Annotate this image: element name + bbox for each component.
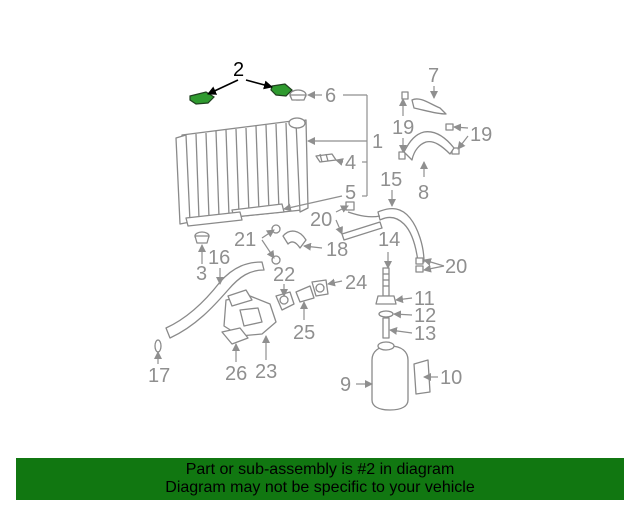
callout-22: 24 bbox=[345, 272, 367, 294]
part-3-cap bbox=[194, 231, 210, 244]
callout-16: 16 bbox=[208, 247, 230, 269]
part-17-oring bbox=[154, 339, 162, 353]
callout-25: 23 bbox=[255, 361, 277, 383]
part-10-bracket bbox=[413, 359, 431, 395]
callout-23: 25 bbox=[293, 322, 315, 344]
part-19-clamp-a bbox=[401, 91, 409, 100]
callout-21: 21 bbox=[234, 229, 256, 251]
part-15-tube bbox=[347, 211, 381, 218]
part-11-cap bbox=[375, 295, 397, 305]
part-8-hose bbox=[403, 131, 455, 161]
part-7-hose bbox=[411, 98, 447, 115]
part-12-seal bbox=[378, 310, 394, 318]
callout-12: 12 bbox=[414, 305, 436, 327]
callout-2: 2 bbox=[233, 59, 244, 81]
part-14-rod bbox=[382, 267, 390, 297]
callout-20-upper: 20 bbox=[310, 209, 332, 231]
part-22-fitting bbox=[311, 279, 329, 297]
callout-7: 7 bbox=[428, 65, 439, 87]
callout-13: 13 bbox=[414, 323, 436, 345]
part-26-gasket bbox=[221, 327, 249, 345]
part-2-highlighted bbox=[189, 83, 293, 105]
callout-18: 18 bbox=[326, 239, 348, 261]
callout-10: 10 bbox=[440, 367, 462, 389]
callout-4: 4 bbox=[345, 152, 356, 174]
radiator bbox=[175, 117, 309, 227]
radiator-fins bbox=[195, 122, 290, 220]
callout-26: 26 bbox=[225, 363, 247, 385]
callout-24: 22 bbox=[273, 264, 295, 286]
part-13-tube bbox=[382, 317, 390, 339]
part-4-plug bbox=[315, 153, 337, 163]
part-21-clamp-a bbox=[271, 224, 281, 234]
callout-14: 14 bbox=[378, 229, 400, 251]
part-20-hose bbox=[341, 221, 383, 241]
callout-6: 6 bbox=[325, 85, 336, 107]
callout-labels: 2 6 1 4 5 7 19 19 8 15 20 20 21 18 14 16… bbox=[148, 59, 492, 396]
callout-8: 8 bbox=[418, 182, 429, 204]
leader-lines bbox=[154, 79, 469, 388]
callout-5: 5 bbox=[345, 182, 356, 204]
callout-9: 9 bbox=[340, 374, 351, 396]
info-banner: Part or sub-assembly is #2 in diagram Di… bbox=[16, 458, 624, 500]
callout-20-lower: 20 bbox=[445, 256, 467, 278]
part-9-reservoir bbox=[371, 341, 409, 411]
part-24-fitting bbox=[275, 291, 295, 311]
banner-line-1: Part or sub-assembly is #2 in diagram bbox=[185, 461, 455, 478]
part-6-cap bbox=[289, 89, 307, 101]
part-20-clip-c bbox=[415, 265, 424, 273]
part-20-clip-b bbox=[415, 257, 424, 265]
callout-3: 3 bbox=[196, 263, 207, 285]
callout-1: 1 bbox=[372, 131, 383, 153]
callout-19-right: 19 bbox=[470, 124, 492, 146]
part-23-fitting bbox=[295, 285, 315, 303]
part-19-clamp-d bbox=[398, 151, 406, 160]
part-25-housing bbox=[223, 289, 277, 337]
part-18-hose bbox=[282, 230, 307, 249]
callout-15: 15 bbox=[380, 169, 402, 191]
banner-line-2: Diagram may not be specific to your vehi… bbox=[165, 479, 475, 496]
parts-diagram: 2 6 1 4 5 7 19 19 8 15 20 20 21 18 14 16… bbox=[148, 59, 492, 411]
callout-17: 17 bbox=[148, 365, 170, 387]
part-16-pipe bbox=[165, 261, 265, 339]
callout-19-left: 19 bbox=[392, 117, 414, 139]
part-19-clamp-b bbox=[445, 123, 454, 131]
callout-11: 11 bbox=[414, 288, 435, 310]
